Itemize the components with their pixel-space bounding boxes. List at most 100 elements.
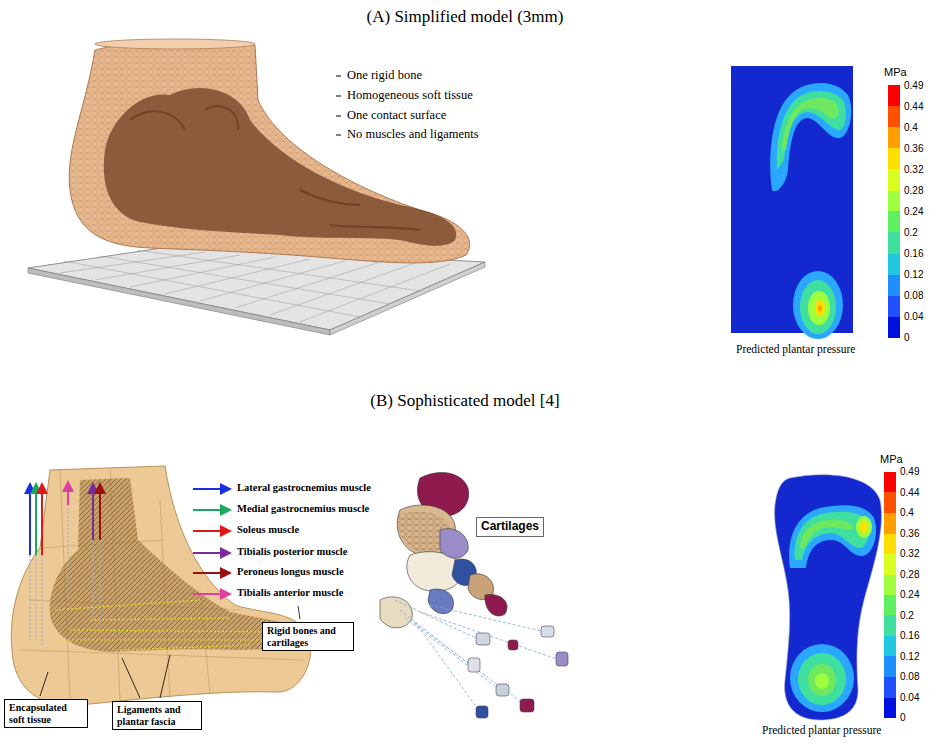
scale-value: 0.4	[904, 122, 918, 134]
svg-path	[30, 500, 100, 645]
svg-ellipse	[815, 300, 825, 316]
model-feature: One contact surface	[347, 108, 446, 122]
svg-line	[67, 482, 69, 505]
svg-path	[440, 529, 468, 559]
svg-line	[336, 76, 341, 77]
callout-box: Encapsulated soft tissue	[4, 699, 88, 728]
svg-line	[193, 552, 230, 554]
scale-value: 0.44	[900, 487, 919, 499]
svg-path	[395, 600, 560, 712]
legend-arrows	[193, 489, 230, 594]
simplified-foot	[69, 39, 469, 263]
scale-value: 0.04	[900, 692, 919, 704]
svg-line	[29, 484, 31, 555]
svg-ellipse	[808, 291, 830, 325]
svg-ellipse	[815, 673, 829, 689]
svg-line	[160, 655, 170, 698]
svg-rect	[468, 658, 480, 672]
svg-path	[775, 475, 882, 720]
svg-path	[69, 41, 469, 263]
pressure-map-a	[731, 66, 853, 339]
svg-ellipse	[860, 521, 868, 533]
panel-title: (B) Sophisticated model [4]	[370, 391, 559, 411]
scale-value: 0.49	[900, 466, 919, 478]
scale-value: 0.4	[900, 507, 914, 519]
svg-line	[41, 484, 43, 555]
scale-value: 0.32	[900, 548, 919, 560]
svg-line	[193, 488, 230, 490]
svg-ellipse	[808, 664, 836, 696]
svg-rect	[476, 633, 490, 645]
svg-path	[28, 268, 330, 335]
callout-text: Cartilages	[481, 520, 539, 534]
callout-text: Rigid bones and cartilages	[267, 625, 349, 648]
svg-line	[193, 509, 230, 511]
svg-line	[336, 96, 341, 97]
scale-value: 0.12	[904, 269, 923, 281]
svg-path	[795, 512, 870, 560]
svg-path	[800, 520, 854, 548]
legend-label: Lateral gastrocnemius muscle	[237, 482, 371, 494]
svg-rect	[520, 699, 534, 712]
color-bar	[888, 85, 900, 338]
svg-line	[193, 593, 230, 595]
svg-line	[40, 672, 48, 696]
svg-rect	[476, 706, 488, 718]
model-feature: No muscles and ligaments	[347, 127, 479, 141]
svg-line	[336, 135, 341, 136]
svg-ellipse	[793, 271, 843, 339]
svg-path	[782, 98, 839, 150]
svg-path	[789, 505, 876, 568]
scale-value: 0	[904, 332, 910, 344]
legend-label: Peroneus longus muscle	[237, 566, 344, 578]
panel-title: (A) Simplified model (3mm)	[367, 7, 564, 27]
svg-line	[193, 530, 230, 532]
svg-line	[298, 606, 300, 619]
color-bar	[884, 472, 896, 718]
svg-path	[330, 262, 485, 335]
scale-value: 0.16	[900, 630, 919, 642]
svg-path	[485, 594, 507, 616]
scale-value: 0.44	[904, 101, 923, 113]
svg-path	[770, 83, 851, 191]
leader-lines	[40, 606, 300, 698]
svg-path	[380, 597, 412, 628]
legend-label: Tibialis anterior muscle	[237, 587, 343, 599]
svg-ellipse	[856, 516, 872, 538]
scale-value: 0.32	[904, 164, 923, 176]
callout-box: Ligaments and plantar fascia	[112, 701, 202, 730]
callout-box: Cartilages	[476, 517, 544, 537]
model-feature: Homogeneous soft tissue	[347, 88, 473, 102]
scale-value: 0	[900, 712, 906, 724]
pressure-map-b	[775, 475, 882, 720]
svg-ellipse	[800, 280, 836, 334]
scale-value: 0.24	[904, 206, 923, 218]
bullet-dashes	[336, 76, 341, 135]
cartilage-exploded	[380, 473, 568, 718]
map-caption: Predicted plantar pressure	[762, 724, 881, 737]
callout-text: Encapsulated soft tissue	[9, 702, 83, 725]
unit-label: MPa	[880, 453, 903, 466]
callout-text: Ligaments and plantar fascia	[117, 704, 197, 727]
scale-value: 0.2	[900, 610, 914, 622]
svg-line	[193, 572, 230, 574]
svg-line	[122, 658, 140, 698]
legend-label: Medial gastrocnemius muscle	[237, 503, 369, 515]
unit-label: MPa	[884, 66, 907, 79]
svg-path	[55, 600, 290, 650]
svg-rect	[541, 626, 554, 637]
svg-ellipse	[95, 39, 255, 49]
scale-value: 0.49	[904, 80, 923, 92]
scale-value: 0.04	[904, 311, 923, 323]
svg-path	[11, 466, 310, 705]
sophisticated-foot	[11, 466, 310, 705]
svg-rect	[508, 640, 518, 650]
scale-value: 0.08	[900, 671, 919, 683]
svg-line	[92, 484, 94, 540]
scale-value: 0.16	[904, 248, 923, 260]
scale-value: 0.28	[900, 569, 919, 581]
svg-path	[69, 41, 469, 263]
scale-value: 0.12	[900, 651, 919, 663]
scale-value: 0.36	[900, 528, 919, 540]
